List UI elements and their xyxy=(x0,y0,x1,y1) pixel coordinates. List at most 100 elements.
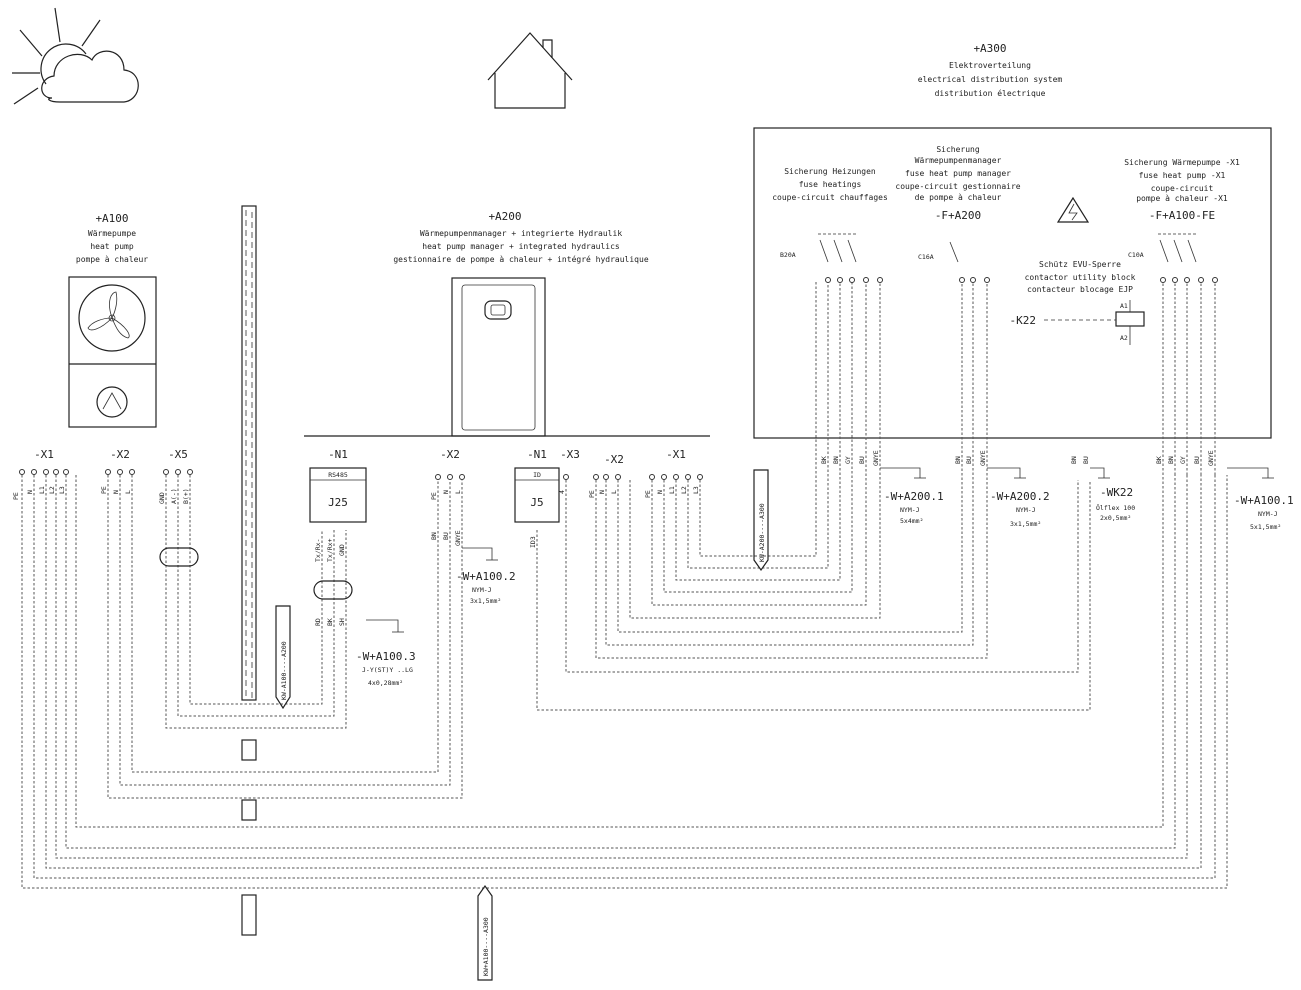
mid-x2-core: BU xyxy=(442,532,450,540)
fuse-heat-l2: fuse heatings xyxy=(799,180,862,189)
cable-a100-1-ref: -W+A100.1 xyxy=(1234,494,1294,507)
cable-a200-1-ref: -W+A200.1 xyxy=(884,490,944,503)
left-x2-ref: -X2 xyxy=(110,448,130,461)
mid-x2-pin: N xyxy=(442,490,450,494)
fuse-switch-manager xyxy=(949,241,959,263)
fuse-hp-l1: Sicherung Wärmepumpe -X1 xyxy=(1124,158,1240,167)
core-hp: BN xyxy=(1167,456,1175,464)
left-x1-ref: -X1 xyxy=(34,448,54,461)
cable-a100-2-type: NYM-J xyxy=(472,586,492,594)
mid-x2-core: GNYE xyxy=(454,530,462,546)
core-heat: GY xyxy=(844,456,852,464)
cable-wk22-type: Ölflex 100 xyxy=(1096,503,1135,512)
j25-n1-ref: -N1 xyxy=(328,448,348,461)
fuse-mgr-l1: Sicherung xyxy=(936,145,980,154)
contactor-a1: A1 xyxy=(1120,302,1128,310)
core-hp: GY xyxy=(1179,456,1187,464)
j25-pin: GND xyxy=(338,544,346,556)
core-mgr: BU xyxy=(965,456,973,464)
left-x1-pin: L2 xyxy=(48,486,56,494)
cable-a200-2-size: 3x1,5mm² xyxy=(1010,520,1041,528)
fuse-hp-l2: fuse heat pump -X1 xyxy=(1139,171,1226,180)
heat-pump-unit xyxy=(68,276,157,428)
cable-a100-1-type: NYM-J xyxy=(1258,510,1278,518)
cable-a100-3-type: J-Y(ST)Y ..LG xyxy=(362,666,413,674)
a200-line2: heat pump manager + integrated hydraulic… xyxy=(422,242,620,251)
mid-x2-pin: L xyxy=(454,490,462,494)
right-x1-pin: PE xyxy=(644,490,652,498)
route-label-3: KW+A100----A300 xyxy=(482,917,490,976)
cable-a200-2-type: NYM-J xyxy=(1016,506,1036,514)
fuse-mgr-ref: -F+A200 xyxy=(935,209,981,222)
left-x5-pin: GND xyxy=(158,492,166,504)
a100-ref: +A100 xyxy=(95,212,128,225)
cable-markers xyxy=(366,467,1274,633)
core-heat: BK xyxy=(820,456,828,464)
j5-pin: ID3 xyxy=(529,536,537,548)
distribution-box xyxy=(753,127,1272,439)
fuse-hp-l4: pompe à chaleur -X1 xyxy=(1136,194,1228,203)
j25-name: J25 xyxy=(328,496,348,509)
core-heat: GNYE xyxy=(872,450,880,466)
mid-x2-core: BN xyxy=(430,532,438,540)
left-x1-pin: L3 xyxy=(58,486,66,494)
a300-line3: distribution électrique xyxy=(935,88,1046,98)
contactor-a2: A2 xyxy=(1120,334,1128,342)
fuse-hp-rating: C10A xyxy=(1128,251,1144,259)
left-x5-pin: A(-) xyxy=(170,488,178,504)
j5-n1-ref: -N1 xyxy=(527,448,547,461)
left-x2-pin: PE xyxy=(100,486,108,494)
right-x1-pin: L2 xyxy=(680,486,688,494)
cable-wk22-size: 2x0,5mm² xyxy=(1100,514,1131,522)
fuse-heat-l1: Sicherung Heizungen xyxy=(784,167,876,176)
cable-a100-3-size: 4x0,28mm² xyxy=(368,679,403,687)
core-mgr: BN xyxy=(954,456,962,464)
left-x5-pin: B(+) xyxy=(182,488,190,504)
mid-x2-ref: -X2 xyxy=(440,448,460,461)
fuse-mgr-l5: de pompe à chaleur xyxy=(915,193,1002,202)
contactor-ref: -K22 xyxy=(1010,314,1037,327)
fuse-heat-rating: B20A xyxy=(780,251,796,259)
fuse-mgr-l4: coupe-circuit gestionnaire xyxy=(895,182,1020,191)
x3-ref: -X3 xyxy=(560,448,580,461)
right-x2-pin: L xyxy=(610,490,618,494)
fuse-mgr-l2: Wärmepumpenmanager xyxy=(915,156,1002,165)
cable-a100-2-size: 3x1,5mm² xyxy=(470,597,501,605)
core-mgr: GNYE xyxy=(979,450,987,466)
left-x2-pin: N xyxy=(112,490,120,494)
fuse-mgr-rating: C16A xyxy=(918,253,934,261)
x3-sub: 4 xyxy=(558,490,566,494)
cable-a200-1-size: 5x4mm² xyxy=(900,517,923,525)
j25-pin: Tx/Rx- xyxy=(314,539,322,562)
a100-line3: pompe à chaleur xyxy=(76,255,148,264)
right-x1-pin: L3 xyxy=(692,486,700,494)
a300-line1: Elektroverteilung xyxy=(949,61,1031,70)
left-x2-pin: L xyxy=(124,490,132,494)
j5-name: J5 xyxy=(530,496,543,509)
wiring xyxy=(21,280,1228,889)
cable-a100-2-ref: -W+A100.2 xyxy=(456,570,516,583)
left-x1-pin: L1 xyxy=(38,486,46,494)
core-hp: BU xyxy=(1193,456,1201,464)
right-x1-pin: N xyxy=(656,490,664,494)
core-hp: BK xyxy=(1155,456,1163,464)
core-heat: BU xyxy=(858,456,866,464)
fuse-mgr-l3: fuse heat pump manager xyxy=(905,169,1011,178)
right-x2-pin: N xyxy=(598,490,606,494)
a300-ref: +A300 xyxy=(973,42,1006,55)
a100-line1: Wärmepumpe xyxy=(88,229,136,238)
contactor-l3: contacteur blocage EJP xyxy=(1027,285,1133,294)
j25-core: BK xyxy=(326,618,334,626)
a300-line2: electrical distribution system xyxy=(918,75,1063,84)
cable-wk22-ref: -WK22 xyxy=(1100,486,1133,499)
fuse-hp-l3: coupe-circuit xyxy=(1151,184,1214,193)
cable-a200-1-type: NYM-J xyxy=(900,506,920,514)
right-x2-pin: PE xyxy=(588,490,596,498)
house-icon xyxy=(487,32,573,109)
warning-icon xyxy=(1056,196,1090,223)
wall xyxy=(241,205,257,936)
left-x1-pin: N xyxy=(26,490,34,494)
right-x2-ref: -X2 xyxy=(604,453,624,466)
j25-module xyxy=(309,467,367,523)
